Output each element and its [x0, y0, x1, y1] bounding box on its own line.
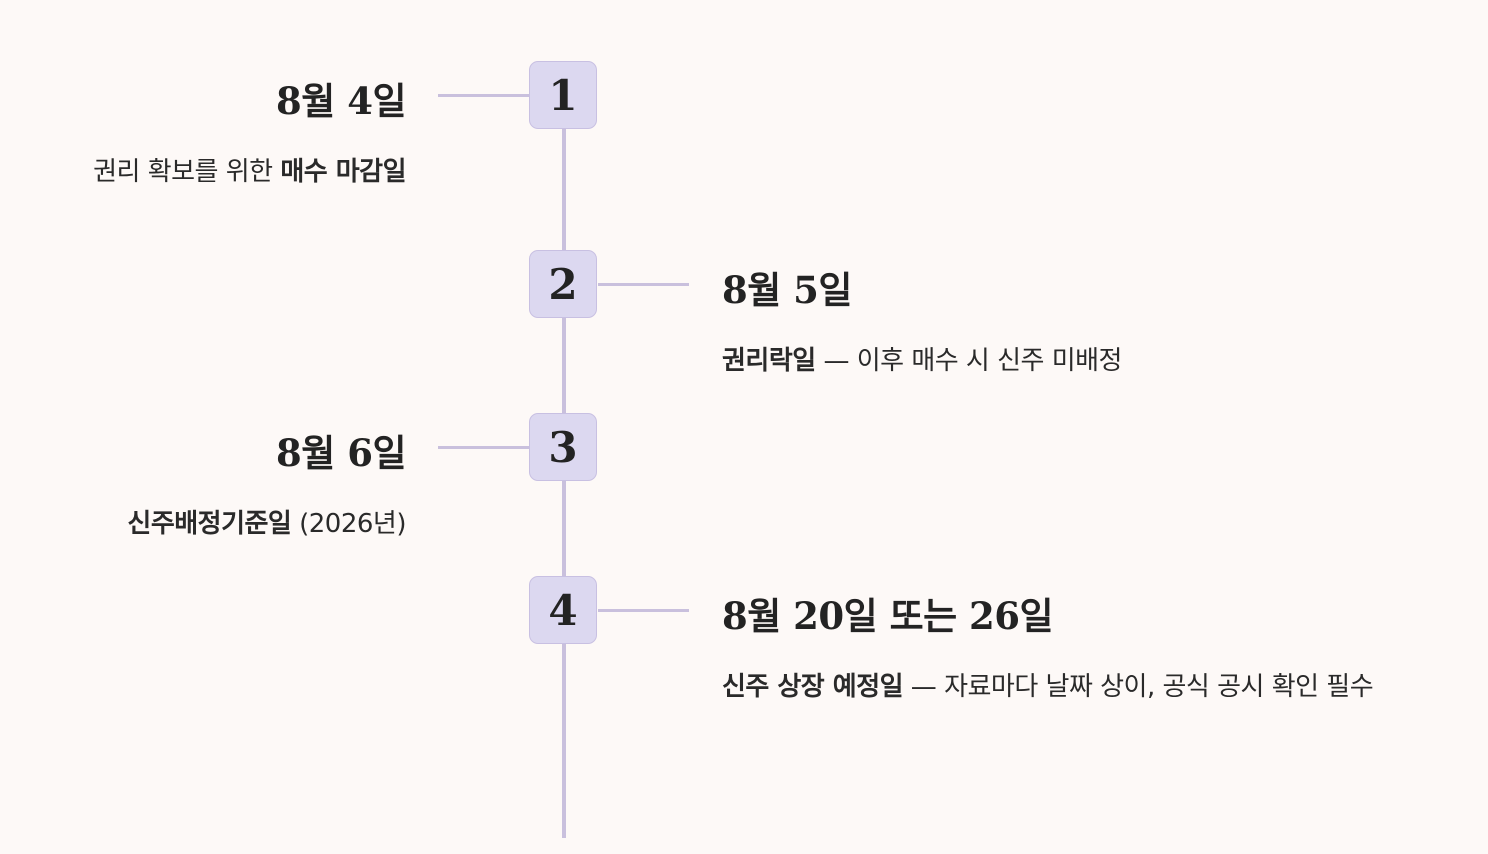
event-desc-1-bold: 매수 마감일 [280, 157, 406, 187]
event-desc-2: 권리락일 — 이후 매수 시 신주 미배정 [722, 340, 1122, 377]
event-desc-1-plain: 권리 확보를 위한 [93, 157, 281, 187]
event-desc-3-bold: 신주배정기준일 [127, 509, 292, 539]
connector-1 [438, 94, 530, 97]
event-desc-2-bold: 권리락일 [722, 346, 816, 376]
event-desc-2-plain: — 이후 매수 시 신주 미배정 [815, 346, 1122, 376]
event-date-2: 8월 5일 [722, 268, 852, 312]
event-desc-4-plain: — 자료마다 날짜 상이, 공식 공시 확인 필수 [903, 672, 1374, 702]
connector-3 [438, 446, 530, 449]
event-desc-1: 권리 확보를 위한 매수 마감일 [93, 151, 406, 188]
event-desc-3: 신주배정기준일 (2026년) [127, 503, 406, 540]
step-marker-4: 4 [529, 576, 597, 644]
connector-4 [598, 609, 689, 612]
event-date-1: 8월 4일 [276, 79, 406, 123]
event-date-4: 8월 20일 또는 26일 [722, 594, 1054, 638]
step-marker-2: 2 [529, 250, 597, 318]
step-marker-3: 3 [529, 413, 597, 481]
step-marker-1: 1 [529, 61, 597, 129]
event-desc-3-plain: (2026년) [291, 509, 406, 539]
event-desc-4-bold: 신주 상장 예정일 [722, 672, 904, 702]
connector-2 [598, 283, 689, 286]
event-date-3: 8월 6일 [276, 431, 406, 475]
event-desc-4: 신주 상장 예정일 — 자료마다 날짜 상이, 공식 공시 확인 필수 [722, 666, 1374, 703]
